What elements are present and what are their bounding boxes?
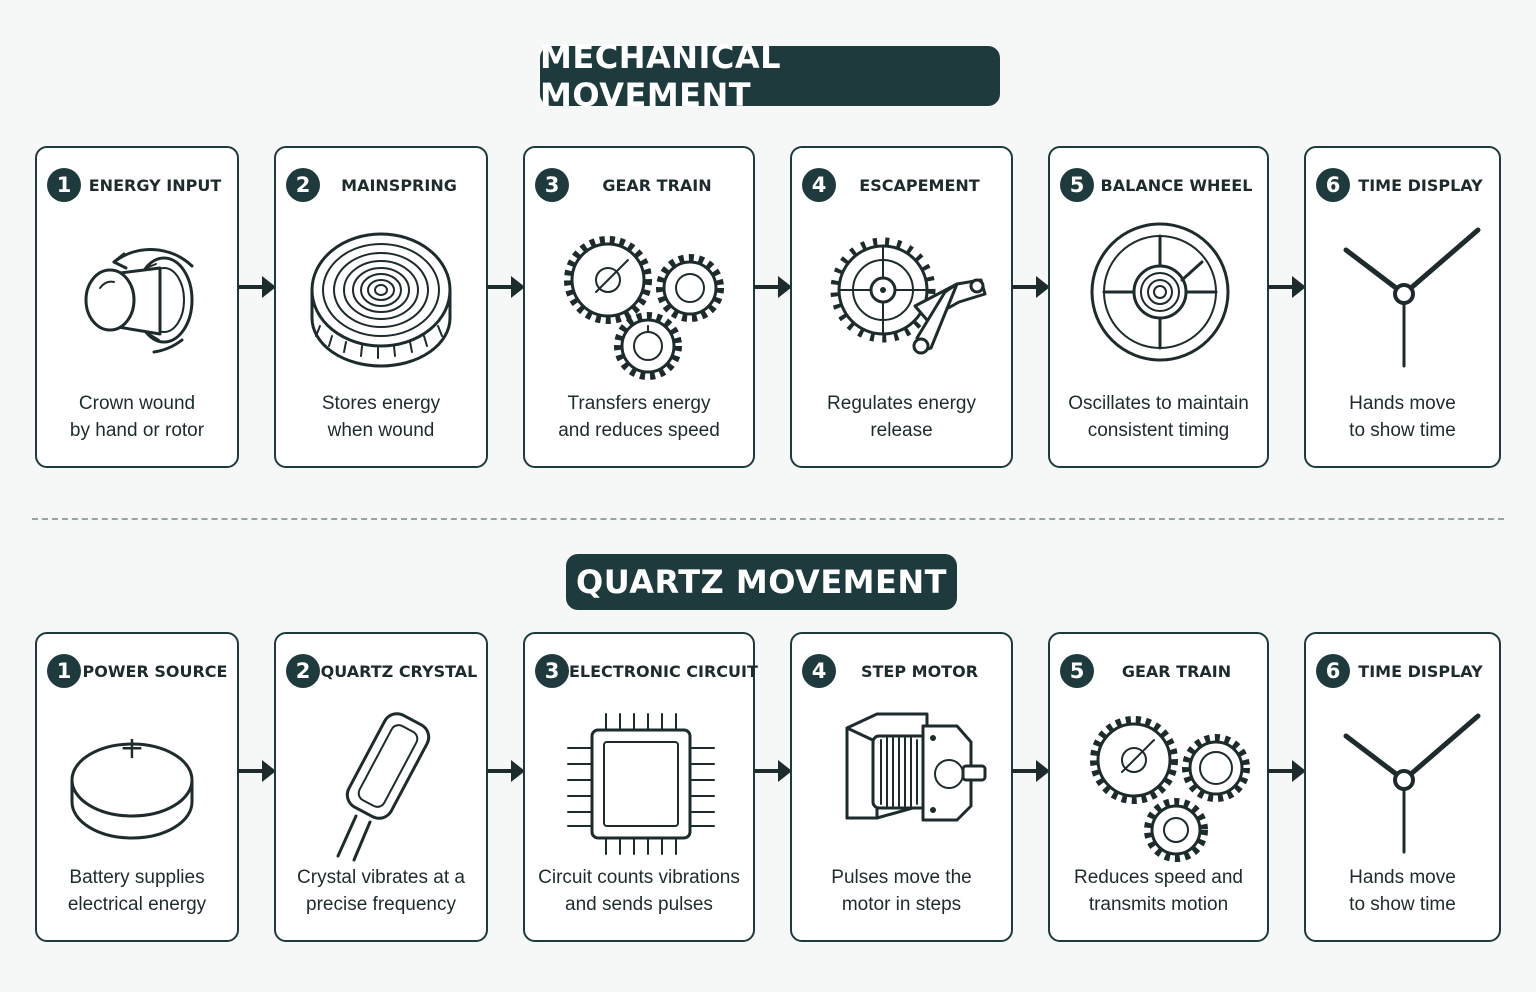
- flow-arrow-icon: [754, 760, 792, 782]
- battery-icon: +: [70, 731, 194, 840]
- step-title: MAINSPRING: [341, 175, 457, 195]
- step-header: 4 ESCAPEMENT: [802, 166, 1003, 204]
- step-description: Stores energy when wound: [321, 393, 441, 441]
- step-title: QUARTZ CRYSTAL: [320, 661, 478, 681]
- step-header: 2 QUARTZ CRYSTAL: [286, 652, 478, 690]
- clock-hands-icon: [1343, 713, 1480, 854]
- step-description: Transfers energy and reduces speed: [558, 393, 720, 441]
- step-number-badge: 4: [802, 654, 836, 688]
- step-motor-icon: [845, 712, 986, 822]
- step-card-energy-input: 1 ENERGY INPUT Crown wound by hand or ro…: [35, 146, 239, 468]
- step-number-badge: 1: [47, 654, 81, 688]
- flow-arrow-icon: [238, 276, 276, 298]
- escapement-icon: [830, 237, 986, 355]
- mechanical-movement-title: MECHANICAL MOVEMENT: [540, 38, 1000, 114]
- step-card-step-motor: 4 STEP MOTOR Pulses move the motor in st…: [790, 632, 1013, 942]
- step-title: GEAR TRAIN: [1121, 661, 1232, 681]
- step-title: TIME DISPLAY: [1358, 175, 1483, 195]
- step-header: 3 ELECTRONIC CIRCUIT: [535, 652, 758, 690]
- mainspring-icon: [310, 232, 452, 368]
- step-description: Regulates energy release: [827, 393, 976, 441]
- gears-icon: [564, 236, 724, 380]
- step-description: Reduces speed and transmits motion: [1073, 867, 1243, 915]
- step-header: 2 MAINSPRING: [286, 166, 478, 204]
- battery-plus-label: +: [119, 731, 144, 766]
- step-title: POWER SOURCE: [82, 661, 228, 681]
- step-header: 5 BALANCE WHEEL: [1060, 166, 1259, 204]
- quartz-crystal-icon: [336, 712, 431, 862]
- flow-arrow-icon: [487, 760, 525, 782]
- step-card-time-display: 6 TIME DISPLAY Hands move to show time: [1304, 632, 1501, 942]
- step-header: 3 GEAR TRAIN: [535, 166, 745, 204]
- step-card-quartz-crystal: 2 QUARTZ CRYSTAL Crystal vibrates at a p…: [274, 632, 488, 942]
- step-description: Hands move to show time: [1349, 393, 1456, 441]
- flow-arrow-icon: [1012, 760, 1050, 782]
- step-number-badge: 6: [1316, 168, 1350, 202]
- step-description: Hands move to show time: [1349, 867, 1456, 915]
- step-number-badge: 3: [535, 654, 569, 688]
- step-card-electronic-circuit: 3 ELECTRONIC CIRCUIT Circuit counts vibr…: [523, 632, 758, 942]
- section-divider: [32, 518, 1504, 520]
- step-description: Circuit counts vibrations and sends puls…: [538, 867, 740, 915]
- step-header: 1 POWER SOURCE: [47, 652, 229, 690]
- step-header: 5 GEAR TRAIN: [1060, 652, 1259, 690]
- step-number-badge: 6: [1316, 654, 1350, 688]
- step-number-badge: 5: [1060, 654, 1094, 688]
- clock-hands-icon: [1343, 227, 1480, 368]
- flow-arrow-icon: [487, 276, 525, 298]
- step-card-time-display: 6 TIME DISPLAY Hands move to show time: [1304, 146, 1501, 468]
- flow-arrow-icon: [1268, 276, 1306, 298]
- step-title: TIME DISPLAY: [1358, 661, 1483, 681]
- step-title: ENERGY INPUT: [88, 175, 222, 195]
- step-card-gear-train: 3 GEAR TRAIN Transfers energy and reduce…: [523, 146, 755, 468]
- step-description: Crown wound by hand or rotor: [69, 393, 205, 441]
- mechanical-steps-row: 1 ENERGY INPUT Crown wound by hand or ro…: [0, 146, 1536, 468]
- step-description: Oscillates to maintain consistent timing: [1068, 393, 1249, 441]
- circuit-chip-icon: [567, 713, 715, 855]
- step-header: 6 TIME DISPLAY: [1316, 652, 1491, 690]
- balance-wheel-icon: [1090, 222, 1229, 362]
- step-number-badge: 5: [1060, 168, 1094, 202]
- gears-icon: [1089, 716, 1250, 862]
- step-title: GEAR TRAIN: [602, 175, 712, 195]
- flow-arrow-icon: [754, 276, 792, 298]
- step-header: 1 ENERGY INPUT: [47, 166, 229, 204]
- step-header: 4 STEP MOTOR: [802, 652, 1003, 690]
- step-card-power-source: 1 POWER SOURCE + Battery supplies electr…: [35, 632, 239, 942]
- step-description: Crystal vibrates at a precise frequency: [297, 867, 465, 915]
- step-card-balance-wheel: 5 BALANCE WHEEL Oscillates to maintain c…: [1048, 146, 1269, 468]
- flow-arrow-icon: [238, 760, 276, 782]
- quartz-steps-row: 1 POWER SOURCE + Battery supplies electr…: [0, 632, 1536, 942]
- step-title: BALANCE WHEEL: [1100, 175, 1253, 195]
- step-number-badge: 2: [286, 168, 320, 202]
- step-header: 6 TIME DISPLAY: [1316, 166, 1491, 204]
- quartz-movement-title: QUARTZ MOVEMENT: [566, 554, 957, 610]
- step-number-badge: 2: [286, 654, 320, 688]
- step-card-escapement: 4 ESCAPEMENT Regulates energy release: [790, 146, 1013, 468]
- step-card-gear-train: 5 GEAR TRAIN Reduces speed and transmits…: [1048, 632, 1269, 942]
- step-number-badge: 1: [47, 168, 81, 202]
- step-card-mainspring: 2 MAINSPRING Stores energy when wound: [274, 146, 488, 468]
- step-description: Battery supplies electrical energy: [67, 867, 207, 915]
- step-title: ELECTRONIC CIRCUIT: [569, 661, 758, 681]
- crown-icon: [84, 248, 194, 354]
- step-number-badge: 3: [535, 168, 569, 202]
- step-description: Pulses move the motor in steps: [831, 867, 972, 915]
- flow-arrow-icon: [1012, 276, 1050, 298]
- step-title: STEP MOTOR: [860, 661, 979, 681]
- step-number-badge: 4: [802, 168, 836, 202]
- flow-arrow-icon: [1268, 760, 1306, 782]
- step-title: ESCAPEMENT: [859, 175, 980, 195]
